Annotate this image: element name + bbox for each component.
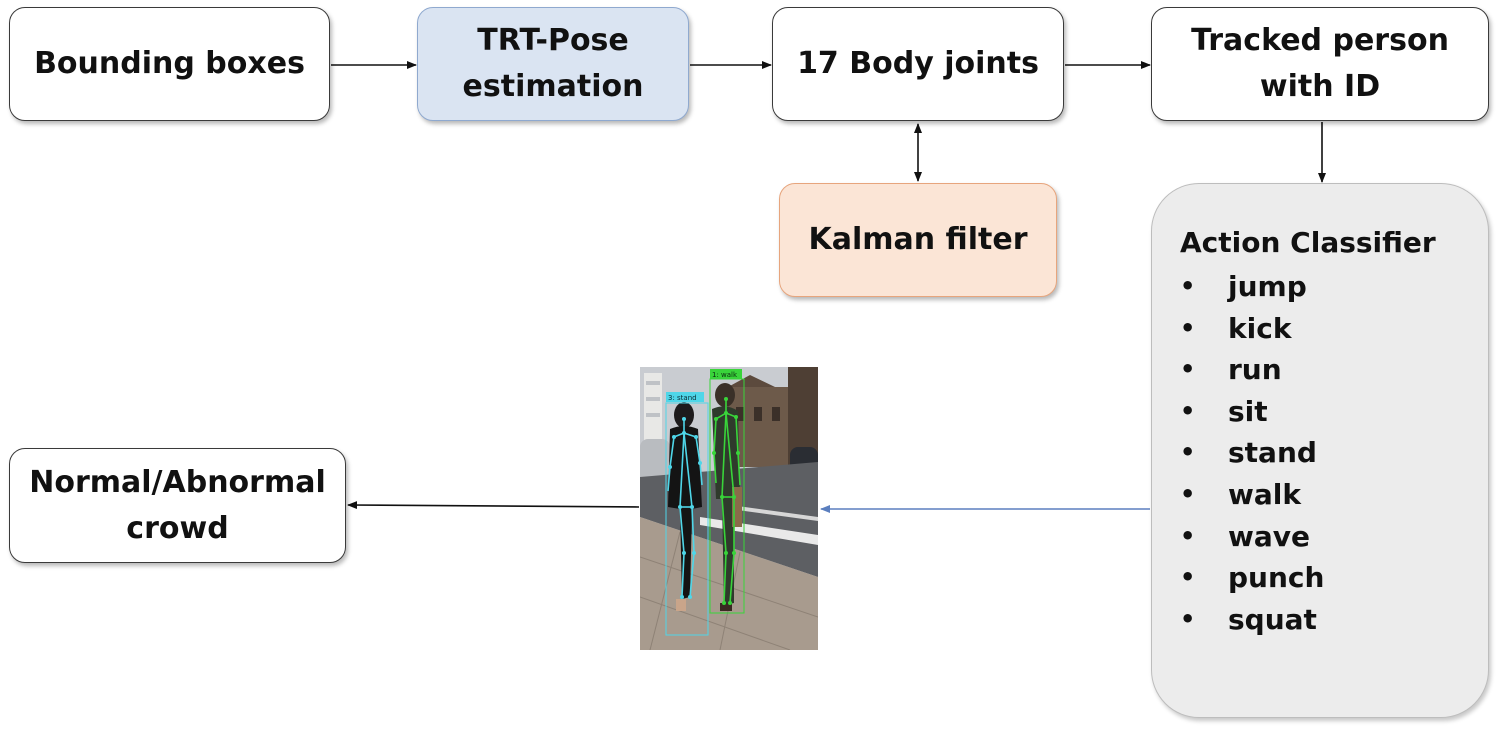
tracked-person-label-line1: Tracked person <box>1191 23 1449 58</box>
bounding-boxes-label: Bounding boxes <box>34 46 305 81</box>
action-classifier-node: Action Classifier •jump •kick •run •sit … <box>1151 183 1489 718</box>
crowd-label-line2: crowd <box>126 510 229 546</box>
body-joints-label: 17 Body joints <box>797 46 1039 81</box>
person-right-label: 1: walk <box>712 371 738 379</box>
bullet-icon: • <box>1180 355 1196 384</box>
kalman-filter-label: Kalman filter <box>808 222 1028 257</box>
crowd-label-line1: Normal/Abnormal <box>29 464 326 500</box>
bullet-icon: • <box>1180 521 1196 550</box>
bullet-icon: • <box>1180 479 1196 508</box>
bullet-icon: • <box>1180 313 1196 342</box>
body-joints-node: 17 Body joints <box>772 7 1064 121</box>
tracked-person-node: Tracked person with ID <box>1151 7 1489 121</box>
bounding-boxes-node: Bounding boxes <box>9 7 330 121</box>
bullet-icon: • <box>1180 563 1196 592</box>
action-classifier-title: Action Classifier <box>1180 226 1436 259</box>
pose-example-image: 3: stand 1: walk <box>640 367 818 650</box>
arrow-image-to-crowd <box>347 501 640 510</box>
tracked-person-label-line2: with ID <box>1259 69 1381 104</box>
bullet-icon: • <box>1180 396 1196 425</box>
crowd-node: Normal/Abnormal crowd <box>9 448 346 563</box>
trt-pose-node: TRT-Pose estimation <box>417 7 689 121</box>
bullet-icon: • <box>1180 604 1196 633</box>
bullet-icon: • <box>1180 272 1196 300</box>
person-left-label: 3: stand <box>668 394 697 402</box>
bullet-icon: • <box>1180 438 1196 467</box>
trt-pose-label-line2: estimation <box>462 69 644 104</box>
trt-pose-label-line1: TRT-Pose <box>477 23 629 58</box>
kalman-filter-node: Kalman filter <box>779 183 1057 297</box>
